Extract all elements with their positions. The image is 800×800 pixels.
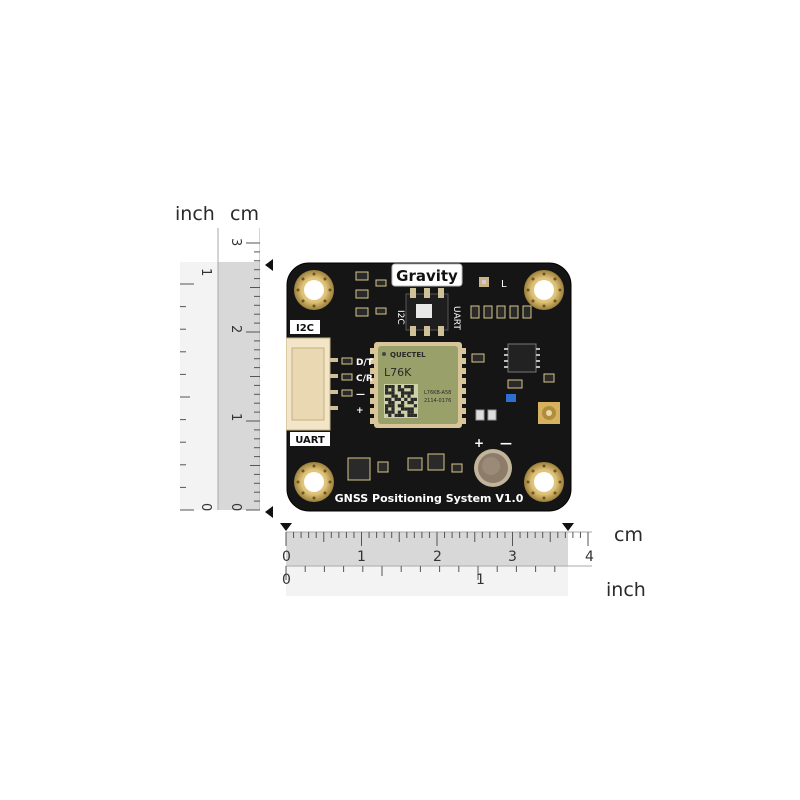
led-label: L	[501, 279, 507, 290]
gravity-logo-box	[391, 263, 463, 287]
hruler-cm-3: 3	[508, 549, 517, 565]
interface-switch[interactable]	[405, 288, 449, 336]
battery-minus-label: —	[500, 436, 512, 450]
uart-label-box	[290, 432, 330, 446]
hruler-cm-2: 2	[433, 549, 442, 565]
unit-inch-label: inch	[175, 203, 215, 225]
gnss-module: QUECTEL L76K L76KB-A58 2114-0176	[370, 342, 466, 428]
gravity-logo-text: Gravity	[396, 267, 458, 285]
hruler-inch-1: 1	[476, 572, 485, 588]
ic-chip	[504, 343, 540, 373]
horizontal-ruler: 0 1 2 3 4 0 1	[282, 522, 598, 600]
mount-hole-bottom-right	[524, 462, 564, 502]
ruler-marker-bottom	[264, 505, 274, 523]
i2c-label-box	[290, 320, 320, 334]
hruler-cm-1: 1	[357, 549, 366, 565]
vruler-cm-1: 1	[228, 413, 243, 421]
unit-inch-label-horizontal: inch	[606, 579, 646, 601]
hruler-cm-4: 4	[585, 549, 594, 565]
ruler-marker-right	[562, 519, 574, 537]
backup-battery	[474, 449, 512, 487]
switch-label-i2c: I2C	[395, 310, 405, 325]
mount-hole-bottom-left	[294, 462, 334, 502]
vertical-ruler: 3 2 1 0 1 0	[180, 228, 261, 514]
module-line2: 2114-0176	[424, 398, 451, 404]
pin-label-dt: D/T	[356, 358, 374, 368]
uart-label: UART	[295, 435, 325, 446]
vruler-cm-2: 2	[228, 325, 243, 333]
vruler-inch-1: 1	[198, 268, 213, 276]
vruler-cm-0: 0	[228, 503, 243, 511]
hruler-cm-0: 0	[282, 549, 291, 565]
vruler-cm-3: 3	[228, 238, 243, 246]
ruler-marker-top	[264, 258, 274, 276]
module-model: L76K	[384, 366, 412, 379]
module-qr-code	[384, 384, 418, 418]
battery-plus-label: +	[474, 436, 484, 450]
ruler-marker-left	[280, 519, 292, 537]
pin-label-cr: C/R	[356, 374, 373, 384]
blue-capacitor	[506, 394, 516, 402]
module-brand: QUECTEL	[390, 351, 426, 359]
gravity-connector[interactable]	[285, 337, 338, 431]
pin-label-vcc: +	[356, 406, 364, 416]
hruler-inch-0: 0	[282, 572, 291, 588]
module-line1: L76KB-A58	[424, 390, 451, 396]
vruler-inch-0: 0	[198, 503, 213, 511]
switch-label-uart: UART	[451, 306, 461, 330]
gnss-board: Gravity L I2C UART	[285, 262, 572, 512]
unit-cm-label: cm	[230, 203, 259, 225]
board-title: GNSS Positioning System V1.0	[335, 492, 524, 505]
i2c-label: I2C	[296, 323, 314, 334]
pin-label-gnd: —	[356, 390, 365, 400]
antenna-connector[interactable]	[538, 402, 560, 424]
mount-hole-top-right	[524, 270, 564, 310]
unit-cm-label-horizontal: cm	[614, 524, 643, 546]
mount-hole-top-left	[294, 270, 334, 310]
